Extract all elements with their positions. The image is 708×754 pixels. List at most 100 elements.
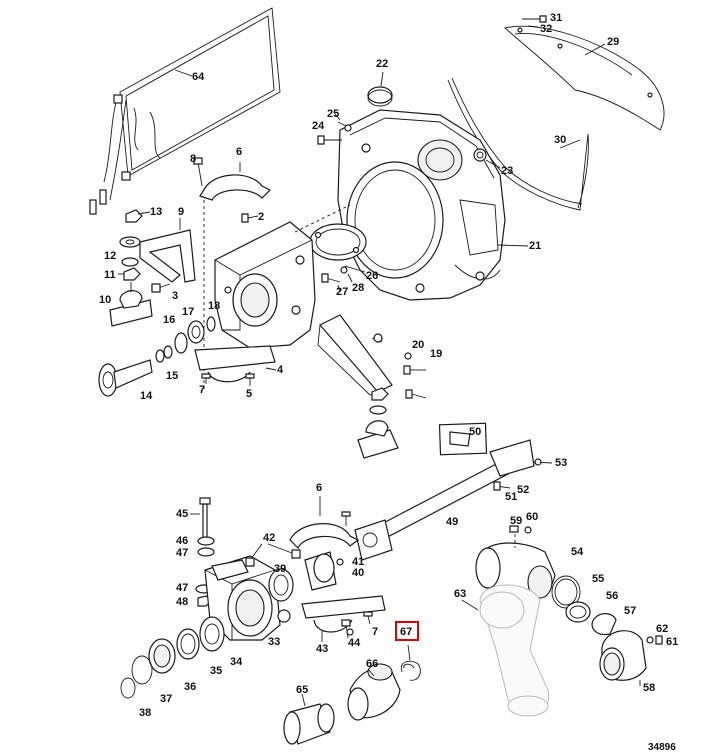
callout-26[interactable]: 26 — [366, 270, 379, 282]
callout-61[interactable]: 61 — [666, 636, 679, 648]
callout-63[interactable]: 63 — [454, 588, 467, 600]
callout-32[interactable]: 32 — [540, 23, 553, 35]
callout-18[interactable]: 18 — [208, 300, 221, 312]
callout-6-lower[interactable]: 6 — [316, 482, 323, 494]
callout-19[interactable]: 19 — [430, 348, 443, 360]
part-2-bolt[interactable] — [241, 213, 259, 223]
adapter-housing[interactable] — [214, 204, 351, 349]
part-22-plug[interactable] — [367, 71, 393, 107]
callout-27[interactable]: 27 — [336, 286, 349, 298]
callout-57[interactable]: 57 — [624, 605, 637, 617]
part-63-exhaust-pipe[interactable] — [461, 584, 550, 717]
callout-51[interactable]: 51 — [505, 491, 518, 503]
part-13-nut[interactable] — [125, 209, 151, 223]
part-31-32-bolt[interactable] — [522, 15, 547, 28]
callout-4[interactable]: 4 — [277, 364, 284, 376]
callout-7[interactable]: 7 — [199, 384, 206, 396]
part-16-17-18-seals[interactable] — [174, 316, 216, 354]
part-66-exhaust-hose[interactable] — [347, 663, 401, 721]
callout-20[interactable]: 20 — [412, 339, 425, 351]
part-55-gasket[interactable] — [551, 575, 581, 609]
part-right-mount-bracket[interactable] — [317, 314, 393, 396]
callout-59[interactable]: 59 — [510, 515, 523, 527]
callout-43[interactable]: 43 — [316, 643, 329, 655]
callout-53[interactable]: 53 — [555, 457, 568, 469]
callout-38[interactable]: 38 — [139, 707, 152, 719]
part-45-bolt[interactable] — [190, 497, 211, 539]
callout-66[interactable]: 66 — [366, 658, 379, 670]
part-61-62-bolts[interactable] — [646, 635, 663, 645]
callout-12[interactable]: 12 — [104, 250, 117, 262]
callout-16[interactable]: 16 — [163, 314, 176, 326]
callout-62[interactable]: 62 — [656, 623, 669, 635]
part-54-elbow[interactable] — [475, 528, 556, 600]
part-6-strap-lower-group[interactable] — [289, 496, 360, 550]
part-8-bolt[interactable] — [193, 157, 203, 187]
part-59-60-hardware[interactable] — [509, 525, 532, 534]
part-14-shaft[interactable] — [98, 345, 173, 397]
part-30-gasket[interactable] — [447, 77, 589, 211]
callout-33[interactable]: 33 — [268, 636, 281, 648]
callout-24[interactable]: 24 — [312, 120, 325, 132]
callout-65[interactable]: 65 — [296, 684, 309, 696]
callout-15[interactable]: 15 — [166, 370, 179, 382]
callout-25[interactable]: 25 — [327, 108, 340, 120]
part-23-plug[interactable] — [473, 148, 501, 169]
part-27-28-bolt[interactable] — [321, 266, 353, 293]
callout-30[interactable]: 30 — [554, 134, 567, 146]
callout-13[interactable]: 13 — [150, 206, 163, 218]
callout-10[interactable]: 10 — [99, 294, 112, 306]
callout-39[interactable]: 39 — [274, 563, 287, 575]
part-57-flapper[interactable] — [591, 613, 617, 636]
part-67-clamp[interactable] — [400, 644, 421, 681]
part-37-38-rings[interactable] — [120, 655, 153, 699]
callout-21[interactable]: 21 — [529, 240, 542, 252]
callout-6[interactable]: 6 — [236, 146, 243, 158]
callout-46[interactable]: 46 — [176, 535, 189, 547]
part-10-mount[interactable] — [109, 282, 153, 327]
part-7-5-bolts[interactable] — [201, 373, 255, 386]
callout-29[interactable]: 29 — [607, 36, 620, 48]
callout-55[interactable]: 55 — [592, 573, 605, 585]
part-58-elbow[interactable] — [599, 630, 647, 686]
part-42-bolts[interactable] — [245, 543, 301, 567]
part-65-tube[interactable] — [283, 693, 335, 745]
callout-56[interactable]: 56 — [606, 590, 619, 602]
part-46-47-washers[interactable] — [197, 536, 215, 557]
callout-48[interactable]: 48 — [176, 596, 189, 608]
part-3-bolt[interactable] — [151, 283, 171, 293]
part-24-25-bolts[interactable] — [317, 113, 352, 145]
callout-8[interactable]: 8 — [190, 153, 197, 165]
callout-35[interactable]: 35 — [210, 665, 223, 677]
callout-64[interactable]: 64 — [192, 71, 205, 83]
callout-45[interactable]: 45 — [176, 508, 189, 520]
part-21-flywheel-housing[interactable] — [337, 109, 529, 301]
part-19-20-bolts[interactable] — [403, 352, 427, 399]
part-44-7-bolts[interactable] — [341, 611, 373, 639]
callout-44[interactable]: 44 — [348, 637, 361, 649]
part-50-u-joint[interactable] — [438, 422, 488, 456]
callout-37[interactable]: 37 — [160, 693, 173, 705]
callout-50[interactable]: 50 — [469, 426, 482, 438]
callout-58[interactable]: 58 — [643, 682, 656, 694]
part-34-35-36-bearings[interactable] — [148, 616, 225, 674]
callout-11[interactable]: 11 — [104, 269, 116, 281]
part-26-cover-plate[interactable] — [309, 223, 367, 273]
callout-31[interactable]: 31 — [550, 12, 563, 24]
callout-22[interactable]: 22 — [376, 58, 389, 70]
part-right-engine-mount[interactable] — [357, 387, 399, 459]
callout-17[interactable]: 17 — [182, 306, 195, 318]
callout-49[interactable]: 49 — [446, 516, 459, 528]
callout-9[interactable]: 9 — [178, 206, 185, 218]
callout-52[interactable]: 52 — [517, 484, 530, 496]
part-49-driveshaft[interactable] — [354, 439, 535, 561]
part-56-clamp[interactable] — [565, 601, 591, 623]
callout-2[interactable]: 2 — [258, 211, 265, 223]
callout-47-lower[interactable]: 47 — [176, 582, 189, 594]
callout-23[interactable]: 23 — [501, 165, 514, 177]
part-39-40-41-flange[interactable] — [268, 551, 344, 602]
callout-60[interactable]: 60 — [526, 511, 539, 523]
callout-42[interactable]: 42 — [263, 532, 276, 544]
part-51-52-53-bolts[interactable] — [493, 458, 553, 491]
callout-41[interactable]: 41 — [352, 556, 365, 568]
